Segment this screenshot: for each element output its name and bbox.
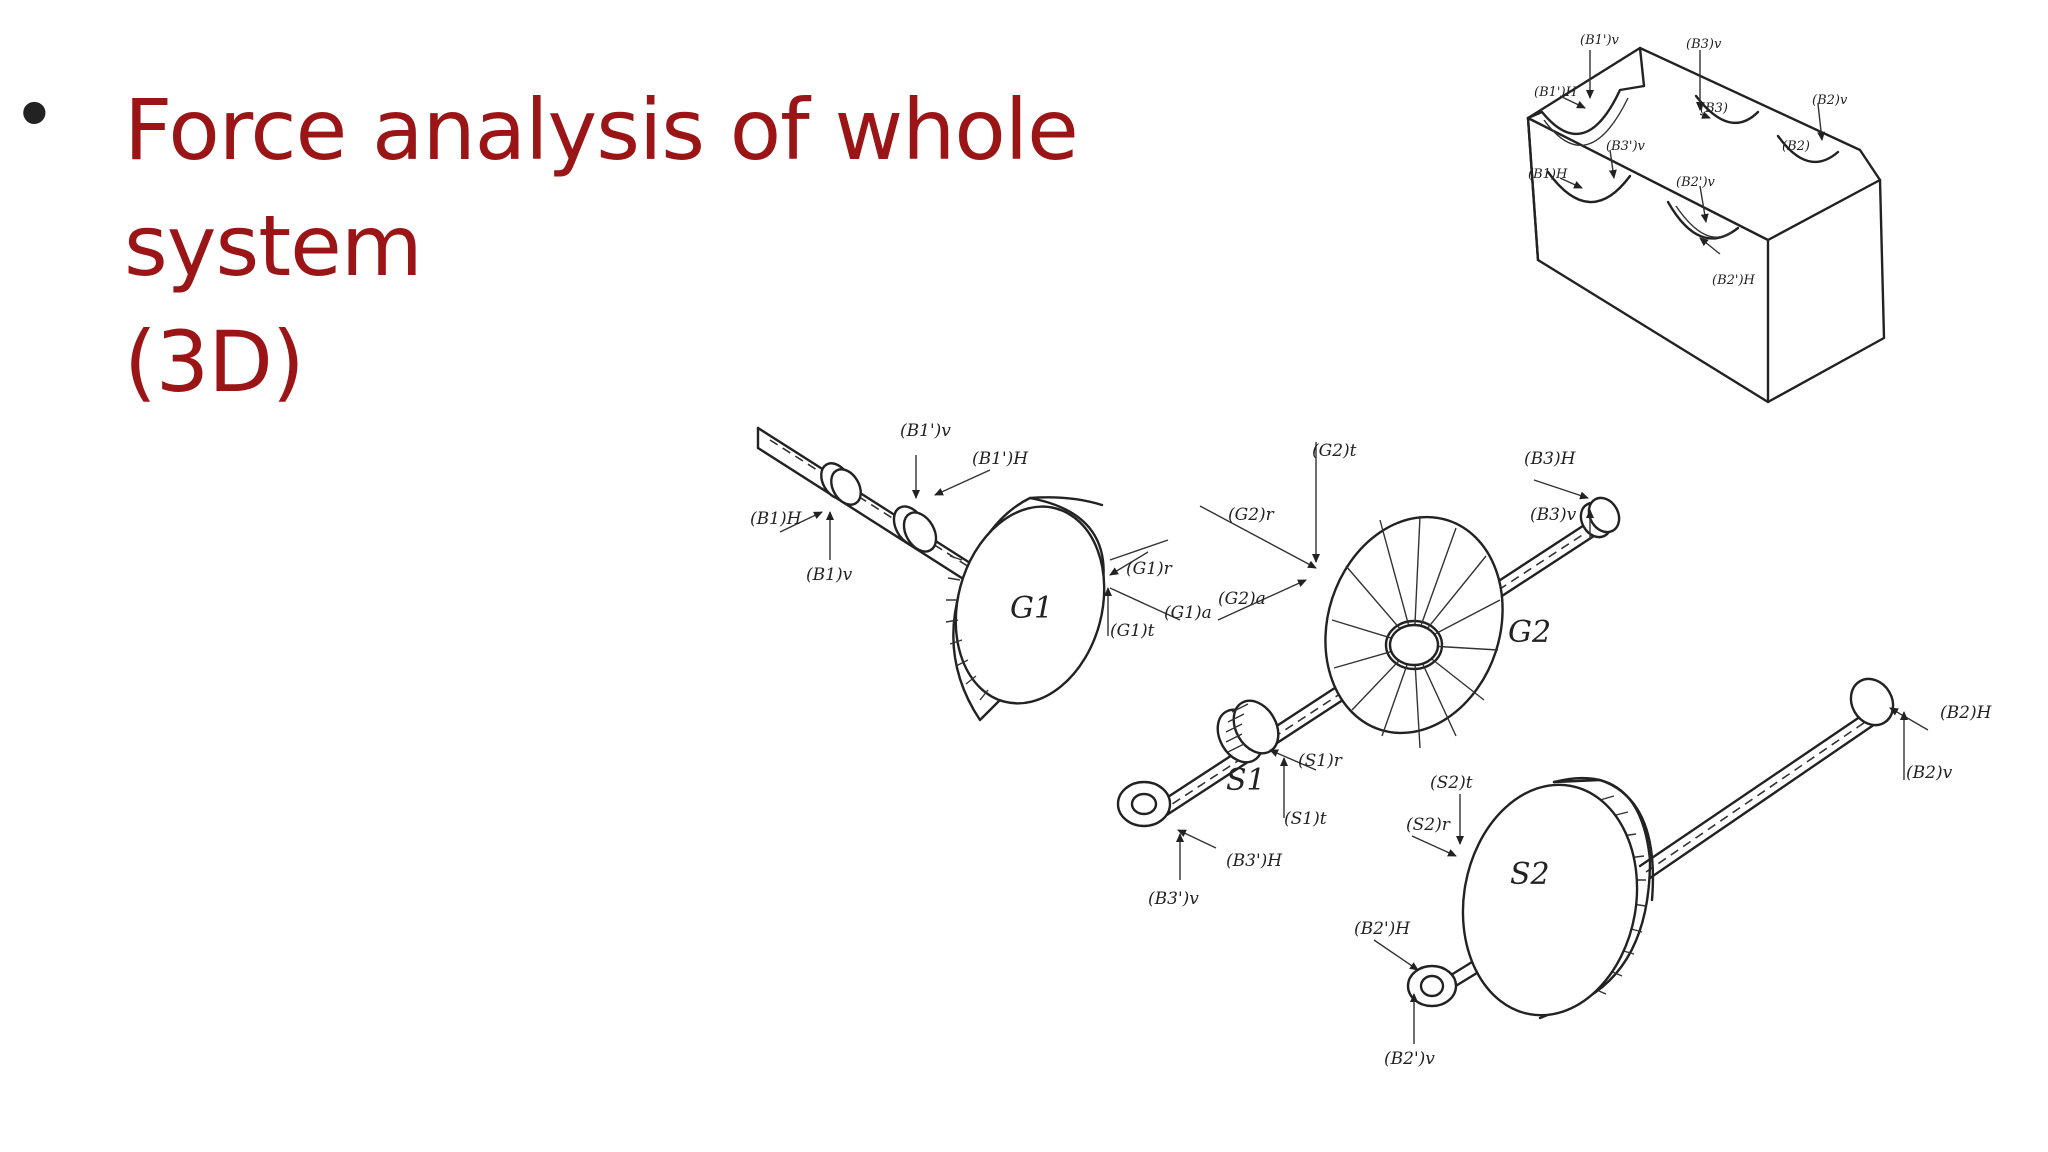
housing-label-b3p-v: (B3')v (1606, 139, 1646, 154)
housing-label-b2: (B2) (1782, 139, 1810, 154)
force-label-s1-r: (S1)r (1298, 751, 1343, 771)
slide-title: Force analysis of whole system (3D) (124, 72, 1314, 420)
force-label-s1-t: (S1)t (1284, 809, 1327, 829)
force-label-b3p-h: (B3')H (1226, 851, 1283, 871)
force-label-b2-h: (B2)H (1940, 703, 1993, 723)
input-shaft (756, 426, 1002, 598)
title-line-2: (3D) (124, 313, 305, 411)
force-label-b2p-h: (B2')H (1354, 919, 1411, 939)
force-label-s2-r: (S2)r (1406, 815, 1451, 835)
input-shaft-labels: (B1')v (B1')H (B1)H (B1)v (G1)r (G1)a (G… (750, 421, 1212, 641)
force-label-b1-v: (B1)v (806, 565, 853, 585)
title-line-1: Force analysis of whole system (124, 81, 1079, 295)
housing-label-b2-v: (B2)v (1812, 93, 1848, 108)
housing-label-b2p-v: (B2')v (1676, 175, 1716, 190)
force-label-g1-a: (G1)a (1164, 603, 1212, 623)
input-shaft-arrows (779, 455, 1181, 636)
intermediate-shaft-labels: (G2)t (G2)r (G2)a (B3)H (B3)v (S1)r (S1)… (1148, 441, 1577, 909)
housing-label-b3-v: (B3)v (1686, 37, 1722, 52)
force-label-g1-t: (G1)t (1110, 621, 1155, 641)
gear-g2: G2 (1324, 515, 1551, 749)
gear-g1: G1 (945, 496, 1106, 722)
force-label-b1-h: (B1)H (750, 509, 803, 529)
force-label-b2p-v: (B2')v (1384, 1049, 1435, 1069)
housing-label-b3: (B3) (1700, 101, 1728, 116)
force-label-g2-t: (G2)t (1312, 441, 1357, 461)
force-label-g1-r: (G1)r (1126, 559, 1173, 579)
force-label-b2-v: (B2)v (1906, 763, 1953, 783)
force-label-b3-h: (B3)H (1524, 449, 1577, 469)
output-shaft-arrows (1373, 707, 1929, 1044)
intermediate-shaft-arrows (1176, 442, 1594, 880)
housing-label-b2p-h: (B2')H (1712, 273, 1756, 288)
gear-label-s1: S1 (1226, 763, 1266, 798)
bearing-housing (1526, 46, 1886, 404)
gear-label-g1: G1 (1010, 591, 1053, 626)
force-label-b1p-h: (B1')H (972, 449, 1029, 469)
housing-labels: (B1')v (B3)v (B1')H (B3) (B2)v (B3')v (B… (1528, 33, 1848, 288)
force-label-b3p-v: (B3')v (1148, 889, 1199, 909)
gear-label-s2: S2 (1510, 857, 1550, 892)
gear-label-g2: G2 (1508, 615, 1551, 650)
housing-arrows (1559, 50, 1826, 255)
force-label-g2-r: (G2)r (1228, 505, 1275, 525)
housing-label-b1-h: (B1)H (1528, 167, 1568, 182)
housing-label-b1p-v: (B1')v (1580, 33, 1620, 48)
force-label-b3-v: (B3)v (1530, 505, 1577, 525)
gear-s2: S2 (1461, 776, 1655, 1020)
force-label-g2-a: (G2)a (1218, 589, 1266, 609)
bullet-point: • (20, 67, 49, 158)
housing-label-b1p-h: (B1')H (1534, 85, 1578, 100)
output-shaft-labels: (S2)t (S2)r (B2)H (B2)v (B2')H (B2')v (1354, 703, 1993, 1069)
force-label-b1p-v: (B1')v (900, 421, 951, 441)
pinion-s1: S1 (1216, 699, 1280, 798)
output-shaft (1406, 677, 1895, 1008)
force-label-s2-t: (S2)t (1430, 773, 1473, 793)
